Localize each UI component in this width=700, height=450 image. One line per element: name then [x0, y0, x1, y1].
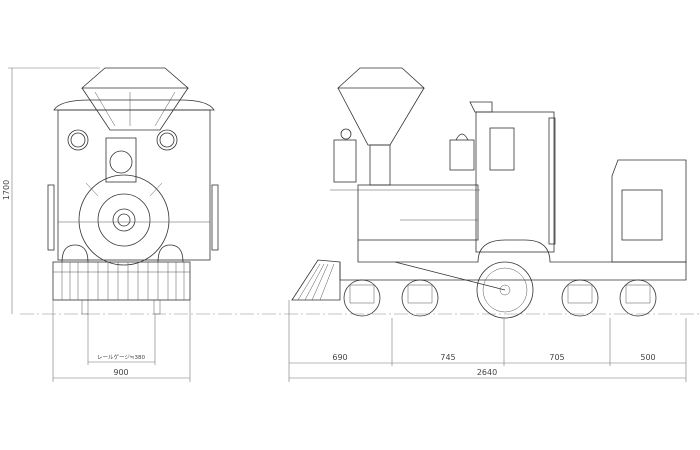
- leading-wheel: [401, 279, 439, 317]
- dimension-705: 705: [549, 353, 564, 362]
- dimension-690: 690: [332, 353, 347, 362]
- side-boiler: [357, 184, 479, 241]
- tender: [611, 159, 687, 263]
- side-headlamp: [333, 139, 357, 183]
- right-window: [156, 129, 178, 151]
- side-pilot: [291, 259, 341, 301]
- left-window: [67, 129, 89, 151]
- front-view: [47, 67, 219, 315]
- dimension-745: 745: [440, 353, 455, 362]
- height-dimension-label: 1700: [2, 180, 11, 200]
- cab-window: [489, 127, 515, 171]
- driving-wheel: [476, 261, 534, 319]
- leading-wheel: [343, 279, 381, 317]
- width-dimension-label: 900: [113, 368, 128, 377]
- side-cab: [475, 111, 555, 253]
- side-dimensions: 690 745 705 500 2640: [288, 300, 687, 382]
- front-smokestack: [80, 67, 190, 131]
- headlamp: [105, 137, 137, 183]
- tender-wheel: [561, 279, 599, 317]
- dimension-500: 500: [640, 353, 655, 362]
- pilot-beam: [52, 261, 191, 301]
- gauge-dimension-label: レールゲージ≒380: [97, 353, 146, 361]
- total-length-dimension: 2640: [477, 368, 497, 377]
- side-view: [291, 67, 687, 319]
- front-dimensions: 1700 レールゲージ≒380 900: [2, 67, 191, 382]
- boiler-front: [78, 174, 170, 266]
- tender-wheel: [619, 279, 657, 317]
